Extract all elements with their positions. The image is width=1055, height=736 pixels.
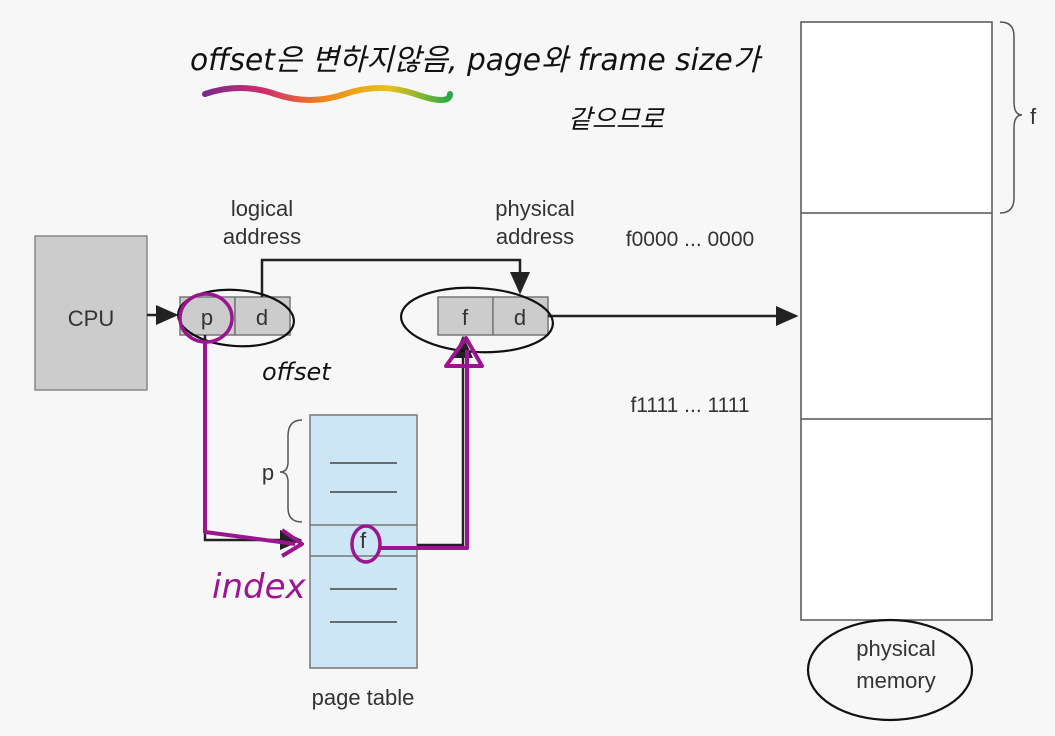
- purple-frame-arrowhead: [444, 336, 484, 368]
- physical-address-label-2: address: [496, 224, 574, 249]
- logical-address-label-1: logical: [231, 196, 293, 221]
- purple-index-path: [203, 342, 296, 546]
- frame-end-address: f1111 ... 1111: [630, 394, 749, 417]
- page-table-p-brace: [279, 419, 303, 523]
- physical-f-cell: [437, 296, 494, 336]
- logical-p-label: p: [201, 305, 213, 330]
- physical-memory: [800, 21, 993, 621]
- offset-connector: [260, 258, 530, 297]
- offset-note: offset: [262, 358, 332, 386]
- physical-address-label-1: physical: [495, 196, 574, 221]
- rainbow-underline: [202, 85, 453, 103]
- physical-memory-circle: [806, 618, 974, 722]
- physical-f-label: f: [462, 305, 469, 330]
- cpu-label: CPU: [68, 306, 114, 331]
- page-table-p-label: p: [262, 460, 274, 485]
- purple-frame-path: [380, 350, 469, 550]
- page-table: [309, 414, 418, 669]
- note-top-line2: 같으므로: [568, 105, 665, 135]
- cpu-box: [34, 235, 148, 391]
- physical-d-label: d: [514, 305, 526, 330]
- index-note: index: [212, 567, 306, 607]
- page-table-label: page table: [312, 685, 415, 710]
- f-purple-circle: [350, 524, 382, 564]
- purple-index-arrowhead: [280, 528, 304, 558]
- note-top-line: offset은 변하지않음, page와 frame size가: [190, 43, 763, 78]
- physical-memory-label-1: physical: [856, 636, 935, 661]
- memory-frame-label: f: [1030, 104, 1037, 129]
- memory-frame-brace: [999, 21, 1023, 214]
- page-table-entry-f: f: [360, 528, 367, 553]
- frame-to-physical-line: [417, 335, 473, 547]
- logical-d-label: d: [256, 305, 268, 330]
- logical-address-label-2: address: [223, 224, 301, 249]
- physical-memory-label-2: memory: [856, 668, 935, 693]
- frame-start-address: f0000 ... 0000: [626, 228, 754, 251]
- logical-address-circle: [177, 288, 295, 348]
